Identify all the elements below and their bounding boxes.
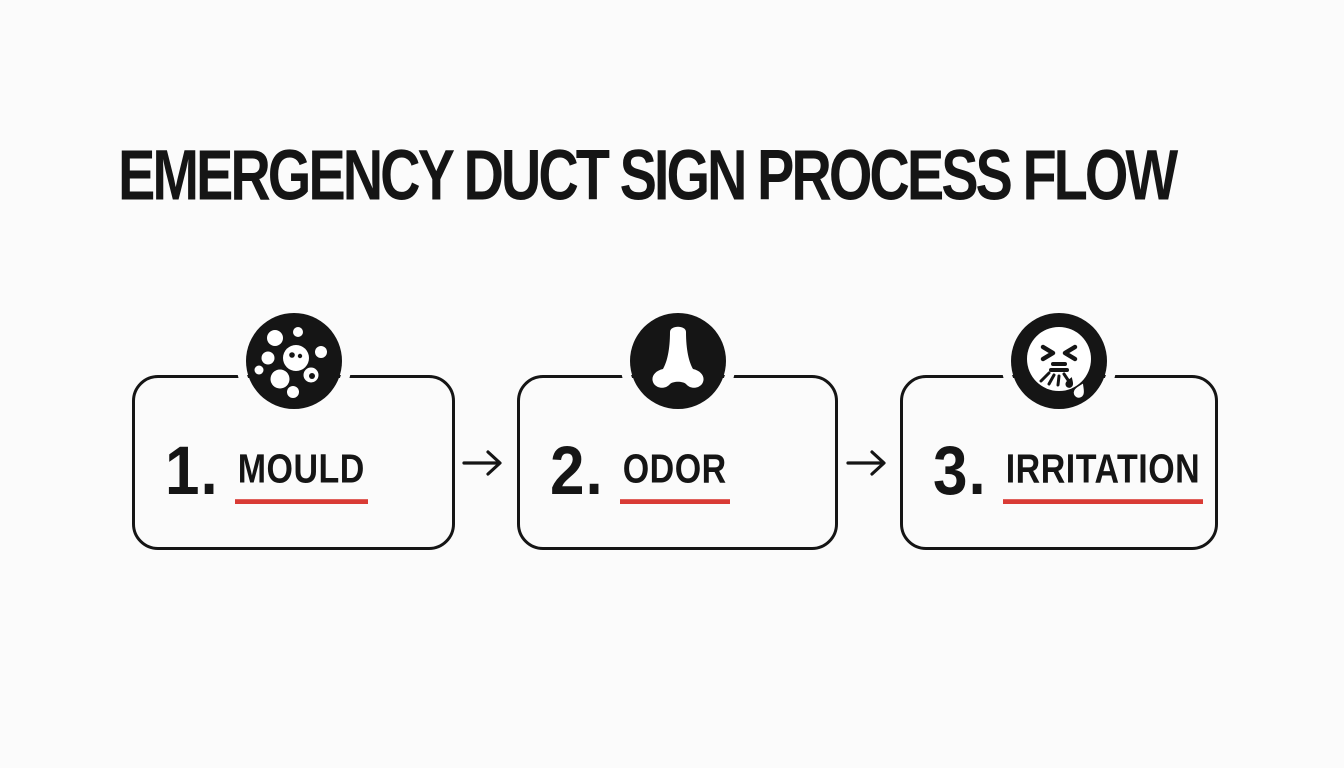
process-step-irritation: 3. IRRITATION <box>900 313 1218 550</box>
step-number: 2. <box>550 433 604 510</box>
arrow-right-icon <box>846 450 886 476</box>
mold-spores-icon <box>245 312 343 410</box>
step-content: 3. IRRITATION <box>933 437 1215 513</box>
step-number: 1. <box>165 433 219 510</box>
sneezing-face-icon <box>1010 312 1108 410</box>
process-step-mould: 1. MOULD <box>132 313 455 550</box>
step-label: IRRITATION <box>1002 449 1204 504</box>
step-content: 2. ODOR <box>550 437 835 513</box>
process-step-odor: 2. ODOR <box>517 313 838 550</box>
step-number: 3. <box>933 433 987 510</box>
step-content: 1. MOULD <box>165 437 452 513</box>
step-label: ODOR <box>619 449 730 504</box>
nose-icon <box>629 312 727 410</box>
step-label: MOULD <box>234 449 368 504</box>
page-title: EMERGENCY DUCT SIGN PROCESS FLOW <box>118 134 1178 215</box>
arrow-right-icon <box>462 450 502 476</box>
